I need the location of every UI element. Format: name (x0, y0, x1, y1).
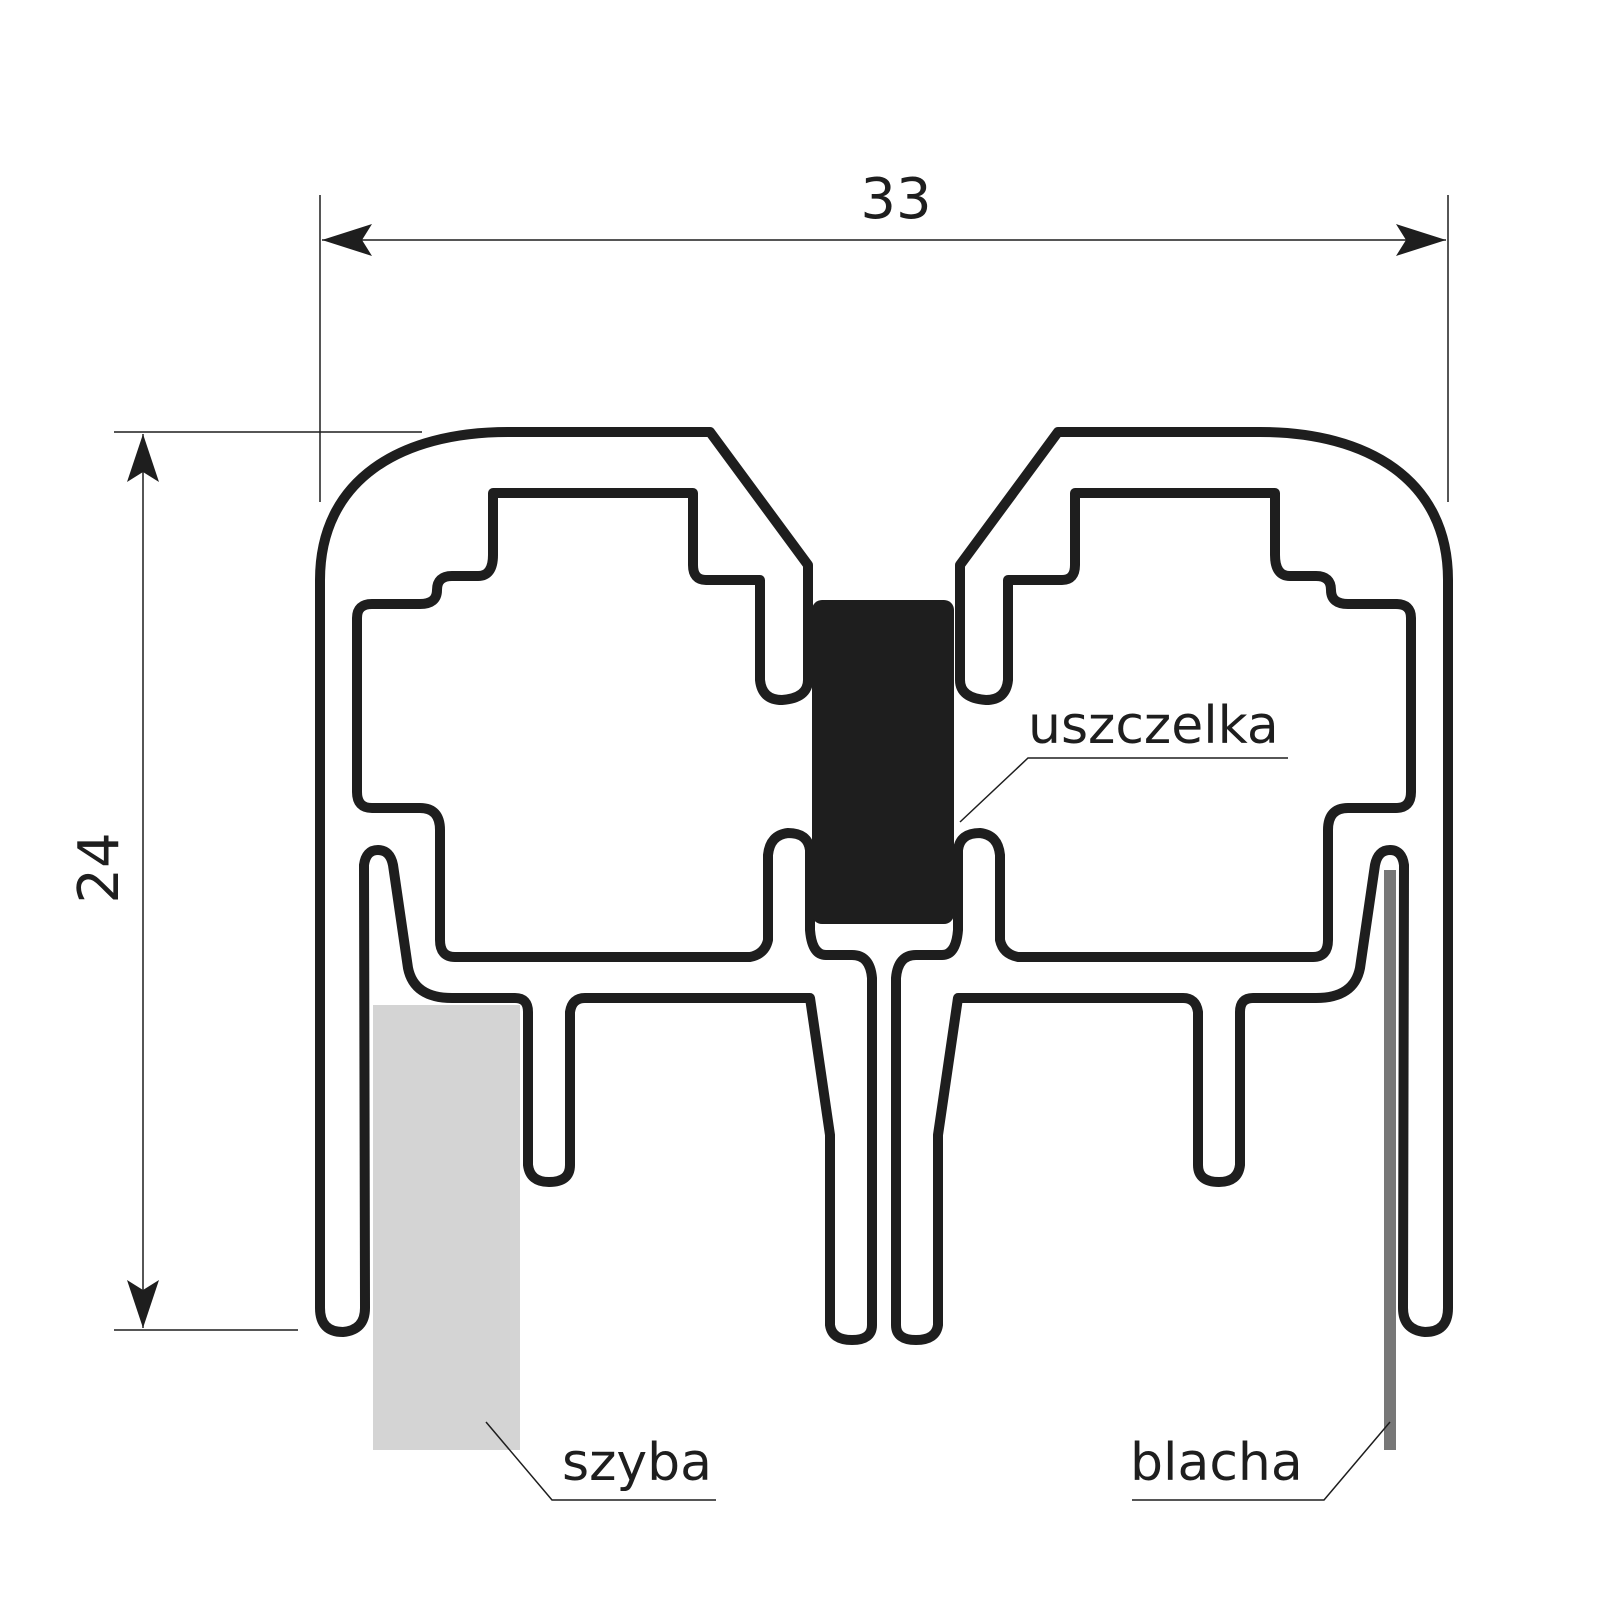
width-dimension (319, 195, 1449, 502)
arrow-left-icon (322, 224, 372, 256)
profile-right-half (896, 432, 1448, 1340)
profile-outline (315, 427, 1448, 1345)
arrow-right-icon (1396, 224, 1446, 256)
profile-left-half (315, 427, 877, 1345)
height-dimension (114, 431, 422, 1331)
arrow-up-icon (127, 434, 159, 482)
sheet-leader-line (1132, 1421, 1391, 1501)
glass-label: szyba (562, 1433, 712, 1493)
arrow-down-icon (127, 1280, 159, 1328)
seal-leader-line (959, 757, 1288, 823)
seal-label: uszczelka (1028, 696, 1279, 756)
sheet-label: blacha (1130, 1433, 1303, 1493)
glass-leader-line (485, 1421, 716, 1501)
width-value: 33 (860, 167, 931, 232)
sheet-metal (1384, 870, 1396, 1450)
seal-gasket (812, 600, 954, 924)
height-value: 24 (67, 832, 132, 903)
glass-pane (373, 1005, 520, 1450)
